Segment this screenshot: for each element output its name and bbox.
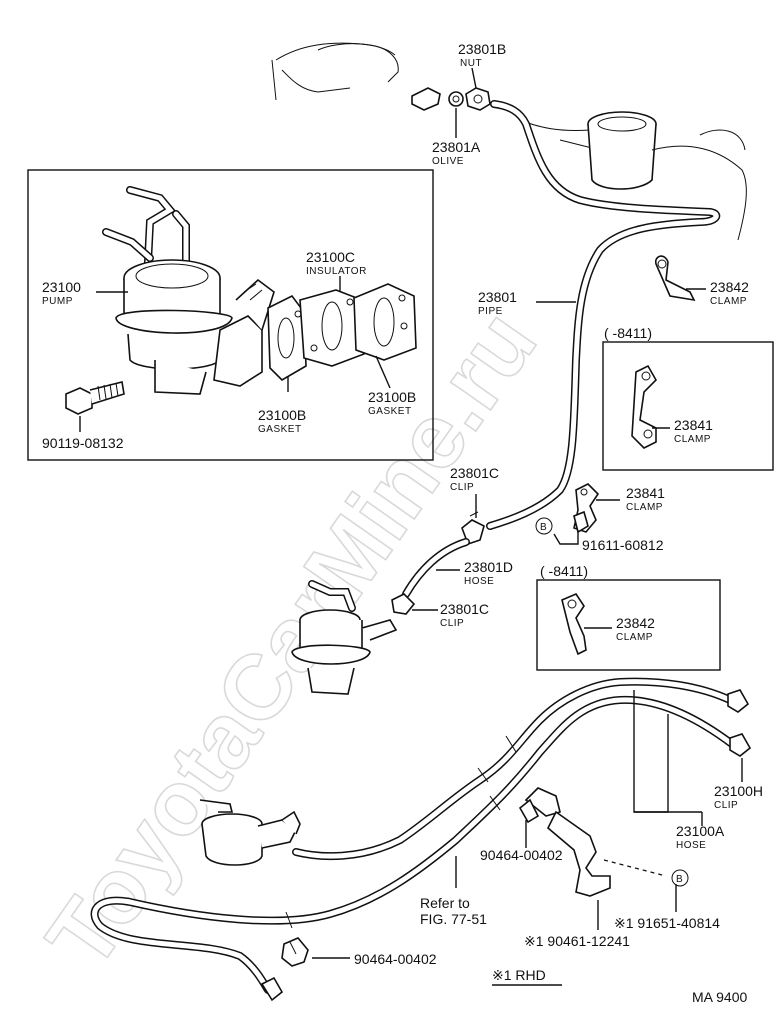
hose-23100a-name: HOSE	[676, 840, 706, 851]
circle-b-upper-label: B	[540, 522, 547, 533]
bolt-91611-leader	[553, 530, 579, 545]
clamp-23842-box	[536, 579, 721, 671]
hose-end-clip	[260, 976, 284, 1002]
clamp-23841-mid-name: CLAMP	[626, 502, 663, 513]
clamp-23842-top-number: 23842	[710, 279, 749, 295]
clip-23801c-bottom-number: 23801C	[440, 601, 489, 617]
gasket-right-name: GASKET	[368, 406, 412, 417]
clamp-23842-top	[654, 255, 696, 302]
hose-23801d-name: HOSE	[464, 576, 494, 587]
hose-23100a-number: 23100A	[676, 823, 725, 839]
box2-header: ( -8411)	[540, 563, 588, 579]
clamp-23842-top-name: CLAMP	[710, 296, 747, 307]
hose-23801d	[402, 538, 470, 598]
clip-90464-b	[281, 937, 309, 967]
clip-23100h-number: 23100H	[714, 783, 763, 799]
clip-23100h-upper	[727, 689, 750, 713]
clip-90464-b-number: 90464-00402	[354, 951, 437, 967]
hose-joints	[285, 735, 517, 929]
clamp-23842-boxed-number: 23842	[616, 615, 655, 631]
clip-23801c-top-name: CLIP	[450, 482, 474, 493]
insulator-number: 23100C	[306, 249, 355, 265]
bolt-90119	[65, 381, 125, 415]
figure-code: MA 9400	[692, 989, 747, 1005]
clip-23801c-bottom-name: CLIP	[440, 618, 464, 629]
gasket-left-number: 23100B	[258, 407, 306, 423]
gasket-right-leader	[375, 355, 391, 389]
hose-23801d-number: 23801D	[464, 559, 513, 575]
engine-outline	[271, 42, 601, 151]
circle-b-lower-label: B	[676, 874, 683, 885]
clip-23100h-name: CLIP	[714, 800, 738, 811]
pump-number: 23100	[42, 279, 81, 295]
nut-name: NUT	[460, 58, 482, 69]
clamp-23841-boxed-number: 23841	[674, 417, 713, 433]
screw-91651-dash	[603, 859, 667, 877]
bracket-90461	[518, 787, 611, 897]
pipe-number: 23801	[478, 289, 517, 305]
clamp-23841-box	[602, 341, 774, 471]
footnote-rhd: ※1 RHD	[492, 967, 546, 983]
fuel-pump	[102, 186, 275, 395]
pump-name: PUMP	[42, 296, 73, 307]
olive-name: OLIVE	[432, 156, 464, 167]
insulator-23100c	[299, 289, 365, 367]
pump-assembly-box	[27, 169, 434, 461]
clamp-23841-boxed	[631, 364, 657, 449]
gasket-23100b-left	[267, 294, 307, 382]
gasket-23100b-right	[353, 283, 417, 361]
gasket-left-name: GASKET	[258, 424, 302, 435]
fuel-hose-main	[90, 677, 736, 994]
gasket-right-number: 23100B	[368, 389, 416, 405]
nut-number: 23801B	[458, 41, 506, 57]
circle-b-lower	[671, 869, 689, 887]
circle-b-upper	[535, 517, 553, 535]
refer-line-1: Refer to	[420, 895, 470, 911]
nut-fitting	[465, 87, 491, 111]
clip-90464-a-number: 90464-00402	[480, 847, 563, 863]
olive-fitting	[411, 87, 464, 111]
clamp-23842-boxed-name: CLAMP	[616, 632, 653, 643]
clip-23100h-lower	[729, 733, 752, 757]
bolt-number: 90119-08132	[42, 435, 124, 451]
clip-23801c-bottom	[391, 593, 416, 615]
bracket-90461-number: ※1 90461-12241	[524, 933, 630, 949]
pipe-23801	[486, 100, 721, 530]
nut-leader	[471, 67, 477, 89]
olive-number: 23801A	[432, 139, 481, 155]
pipe-name: PIPE	[478, 306, 503, 317]
clamp-23841-mid-number: 23841	[626, 485, 665, 501]
clamp-23841-mid	[573, 483, 600, 534]
filter-housing	[587, 111, 747, 241]
lower-fuel-pump	[291, 580, 398, 695]
bolt-91611-number: 91611-60812	[582, 537, 664, 553]
clamp-23841-boxed-name: CLAMP	[674, 434, 711, 445]
clamp-23842-boxed	[561, 593, 587, 656]
screw-91651-number: ※1 91651-40814	[614, 915, 720, 931]
insulator-name: INSULATOR	[306, 266, 367, 277]
clip-23801c-top-number: 23801C	[450, 465, 499, 481]
box1-header: ( -8411)	[604, 325, 652, 341]
fuel-filter	[199, 799, 301, 866]
refer-line-2: FIG. 77-51	[420, 911, 487, 927]
